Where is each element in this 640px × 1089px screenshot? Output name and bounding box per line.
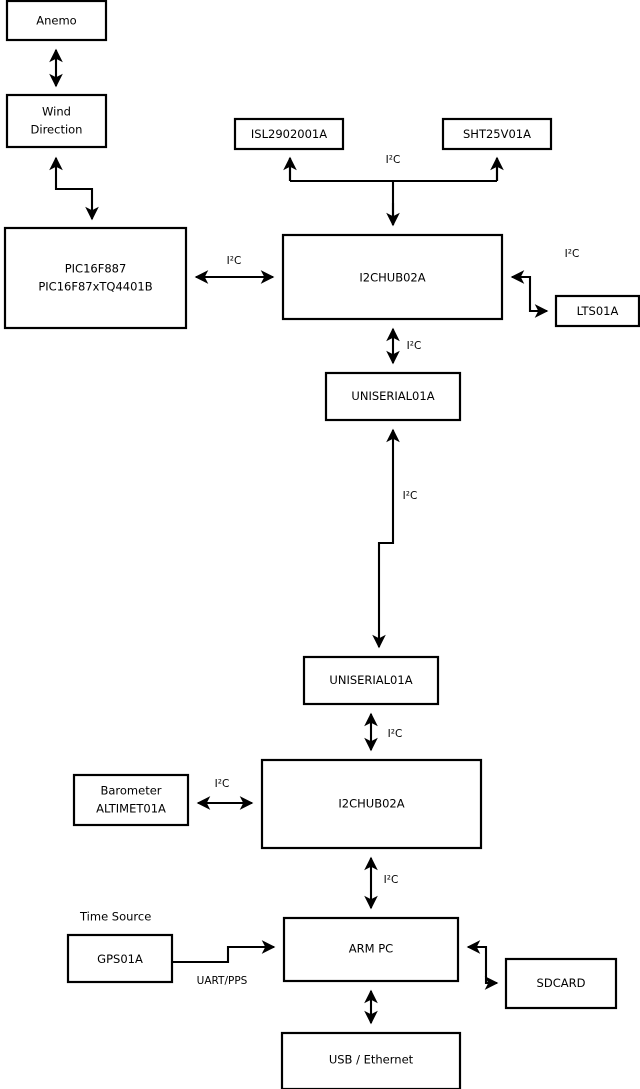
node-anemo[interactable]: Anemo: [5, 0, 108, 42]
node-barometer-label-line2: ALTIMET01A: [96, 802, 166, 816]
node-sdcard-box[interactable]: [504, 957, 618, 1010]
node-uniserial01a-bottom-box[interactable]: [302, 655, 440, 706]
node-arm-pc-label: ARM PC: [349, 942, 393, 956]
node-i2chub02a-bottom[interactable]: I2CHUB02A: [260, 758, 483, 850]
node-pic-microcontroller-box[interactable]: [3, 226, 188, 330]
node-anemo-label: Anemo: [36, 14, 76, 28]
node-lts01a-box[interactable]: [554, 294, 640, 328]
edge-label-i2c-lts: I²C: [565, 248, 580, 260]
node-sht25v01a-box[interactable]: [441, 117, 553, 151]
connector-arm-pc-sdcard: [466, 940, 499, 990]
edge-label-i2c-hub2-armpc: I²C: [384, 874, 399, 886]
node-sdcard[interactable]: SDCARD: [504, 957, 618, 1010]
edge-label-i2c-barometer: I²C: [215, 778, 230, 790]
node-i2chub02a-bottom-box[interactable]: [260, 758, 483, 850]
node-barometer-box[interactable]: [72, 773, 190, 827]
node-barometer-label-line1: Barometer: [100, 784, 161, 798]
node-uniserial01a-bottom[interactable]: UNISERIAL01A: [302, 655, 440, 706]
connector-gps-arm-pc: [172, 940, 276, 964]
edge-label-i2c-sensor-bus: I²C: [386, 154, 401, 166]
edge-label-i2c-uniserial-hub2: I²C: [388, 728, 403, 740]
node-isl2902001a-box[interactable]: [233, 117, 345, 151]
node-isl2902001a[interactable]: ISL2902001A: [233, 117, 345, 151]
node-gps01a[interactable]: GPS01A: [66, 933, 174, 984]
node-arm-pc-box[interactable]: [282, 916, 460, 983]
node-usb-ethernet[interactable]: USB / Ethernet: [280, 1031, 462, 1089]
node-i2chub02a-top[interactable]: I2CHUB02A: [281, 233, 504, 321]
node-uniserial01a-bottom-label: UNISERIAL01A: [329, 673, 412, 687]
node-lts01a-label: LTS01A: [577, 304, 619, 318]
node-pic-microcontroller-label-line2: PIC16F87xTQ4401B: [38, 280, 152, 294]
connector-pic-winddirection: [49, 156, 99, 221]
node-wind-direction[interactable]: Wind Direction: [5, 93, 108, 149]
node-i2chub02a-top-label: I2CHUB02A: [359, 271, 425, 285]
node-i2chub02a-bottom-label: I2CHUB02A: [338, 797, 404, 811]
node-wind-direction-label-line2: Direction: [31, 123, 83, 137]
node-layer: Anemo Wind Direction PIC16F887 PIC16F87x…: [3, 0, 640, 1089]
node-sht25v01a-label: SHT25V01A: [463, 127, 531, 141]
label-time-source: Time Source: [79, 910, 151, 924]
node-usb-ethernet-label: USB / Ethernet: [329, 1053, 414, 1067]
node-pic-microcontroller-label-line1: PIC16F887: [65, 262, 127, 276]
connector-uniserial-top-uniserial-bot: [372, 428, 400, 649]
node-wind-direction-box[interactable]: [5, 93, 108, 149]
edge-label-i2c-long-link: I²C: [403, 490, 418, 502]
node-i2chub02a-top-box[interactable]: [281, 233, 504, 321]
node-gps01a-box[interactable]: [66, 933, 174, 984]
node-barometer[interactable]: Barometer ALTIMET01A: [72, 773, 190, 827]
node-anemo-box[interactable]: [5, 0, 108, 42]
node-sdcard-label: SDCARD: [537, 976, 586, 990]
edge-label-layer: I²C I²C I²C I²C I²C I²C I²C I²C UART/PPS: [197, 154, 580, 987]
node-sht25v01a[interactable]: SHT25V01A: [441, 117, 553, 151]
node-uniserial01a-top-box[interactable]: [324, 371, 462, 422]
node-gps01a-label: GPS01A: [97, 952, 143, 966]
node-pic-microcontroller[interactable]: PIC16F887 PIC16F87xTQ4401B: [3, 226, 188, 330]
node-uniserial01a-top-label: UNISERIAL01A: [351, 389, 434, 403]
node-arm-pc[interactable]: ARM PC: [282, 916, 460, 983]
edge-label-i2c-pic-hub: I²C: [227, 255, 242, 267]
connector-hub-top-lts: [510, 270, 549, 318]
node-wind-direction-label-line1: Wind: [42, 105, 71, 119]
edge-label-i2c-hub-uniserial: I²C: [407, 340, 422, 352]
edge-label-uart-pps: UART/PPS: [197, 975, 248, 987]
node-isl2902001a-label: ISL2902001A: [251, 127, 327, 141]
node-lts01a[interactable]: LTS01A: [554, 294, 640, 328]
connector-layer: [49, 48, 549, 1025]
free-label-layer: Time Source: [79, 910, 151, 924]
node-usb-ethernet-box[interactable]: [280, 1031, 462, 1089]
node-uniserial01a-top[interactable]: UNISERIAL01A: [324, 371, 462, 422]
